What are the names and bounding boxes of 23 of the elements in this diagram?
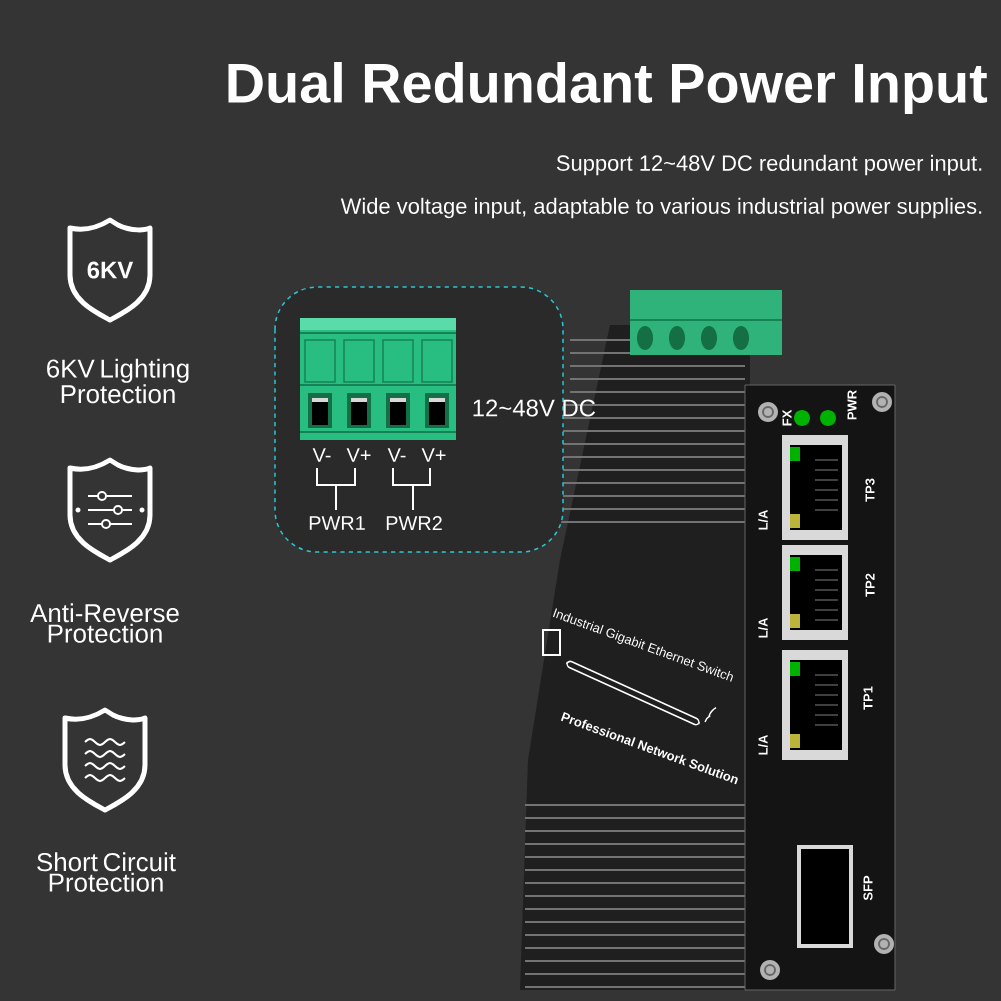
panel-label: L/A <box>758 734 768 755</box>
shield-text: 6KV <box>87 261 134 279</box>
title: Dual Redundant Power Input <box>228 62 988 114</box>
panel-label: L/A <box>758 509 768 530</box>
panel-label: L/A <box>758 617 768 638</box>
panel-label: SFP <box>863 875 873 901</box>
feature-caption: Short Circuit Protection <box>37 852 176 892</box>
description-text: Support 12~48V DC redundant power input. <box>556 154 982 176</box>
voltage-label: 12~48V DC <box>473 399 596 417</box>
feature-caption: Anti-Reverse Protection <box>30 603 179 643</box>
terminal-label: V+ <box>421 448 446 462</box>
description-text: Wide voltage input, adaptable to various industrial power supplies. <box>340 197 982 219</box>
panel-label: PWR <box>847 390 857 420</box>
terminal-label: V+ <box>346 448 371 462</box>
terminal-label: V- <box>387 448 406 462</box>
terminal-label: V- <box>312 448 331 462</box>
panel-label: TP1 <box>863 686 873 710</box>
panel-label: FX <box>782 409 792 426</box>
feature-caption: 6KV Lighting Protection <box>47 358 189 404</box>
terminal-label: PWR1 <box>309 516 365 530</box>
terminal-label: PWR2 <box>386 516 442 530</box>
panel-label: TP2 <box>865 573 875 597</box>
panel-label: TP3 <box>865 478 875 502</box>
